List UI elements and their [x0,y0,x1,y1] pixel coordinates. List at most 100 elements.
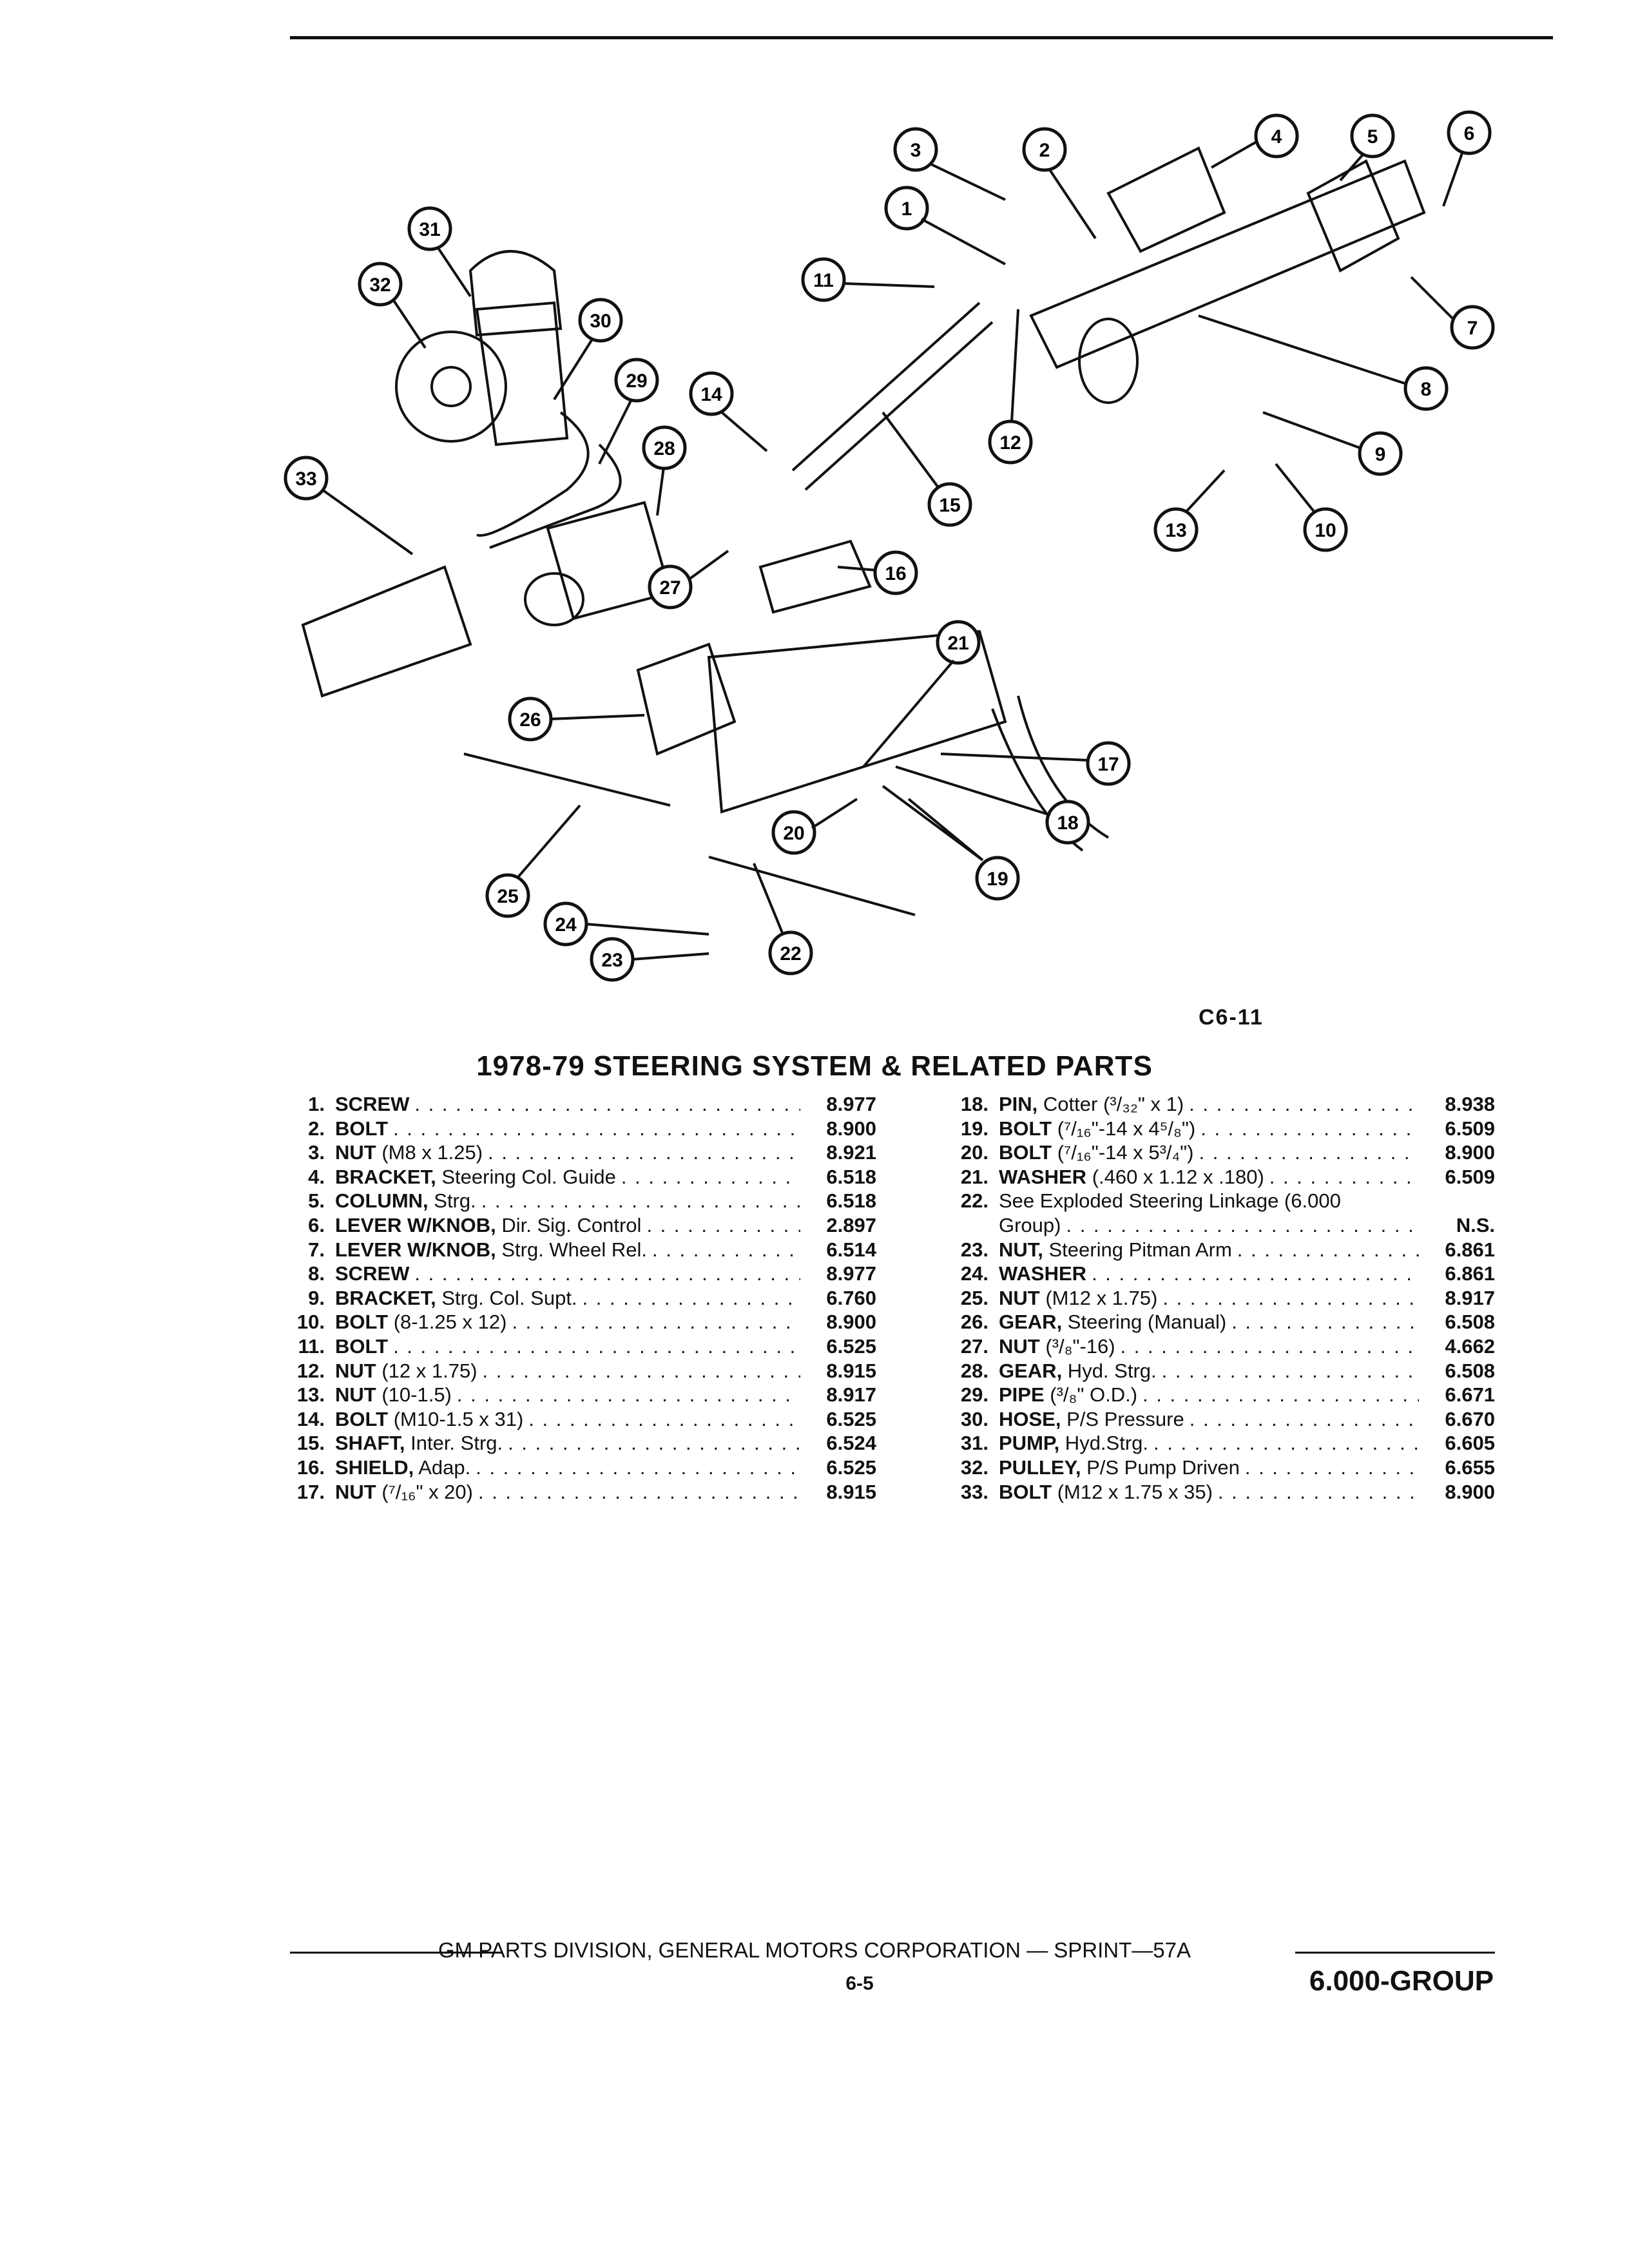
frame-rail [301,565,1007,814]
part-name: BOLT [335,1311,389,1334]
part-desc: Adap. [414,1456,471,1479]
parts-row: 16.SHIELD, Adap.6.525 [271,1456,876,1480]
part-label: BRACKET, Steering Col. Guide [335,1165,616,1189]
part-label: See Exploded Steering Linkage (6.000 [999,1189,1341,1213]
part-number: 27. [960,1334,988,1358]
group-number: 8.977 [826,1262,876,1285]
part-number: 23. [960,1238,988,1261]
dot-leader [1162,1359,1419,1383]
part-label: NUT (12 x 1.75) [335,1359,477,1383]
callout-20: 20 [771,810,816,855]
parts-row: 7.LEVER W/KNOB, Strg. Wheel Rel.6.514 [271,1238,876,1262]
part-number: 10. [296,1311,325,1334]
parts-row: 21. WASHER (.460 x 1.12 x .180) 6.509 [934,1165,1495,1189]
parts-row: 14.BOLT (M10-1.5 x 31)6.525 [271,1407,876,1432]
part-label: WASHER (.460 x 1.12 x .180) [999,1165,1264,1189]
svg-text:11: 11 [813,270,834,291]
part-label: SHIELD, Adap. [335,1456,470,1480]
callout-2: 2 [1022,127,1067,172]
part-number: 20. [960,1141,988,1164]
group-label: 6.000-GROUP [1309,1965,1494,1997]
group-number: 6.509 [1445,1165,1495,1188]
footer-text: GM PARTS DIVISION, GENERAL MOTORS CORPOR… [438,1938,1191,1962]
part-number: 21. [960,1165,988,1188]
dot-leader [528,1407,800,1432]
svg-text:3: 3 [911,140,921,161]
group-number: 8.900 [826,1311,876,1334]
part-number: 6. [308,1213,325,1236]
part-number: 18. [960,1093,988,1115]
part-desc: Hyd. Strg. [1062,1359,1157,1382]
part-label: LEVER W/KNOB, Strg. Wheel Rel. [335,1238,647,1262]
parts-row: 12.NUT (12 x 1.75)8.915 [271,1359,876,1383]
group-number: 6.655 [1445,1456,1495,1479]
part-label: PIN, Cotter (³/₃₂" x 1) [999,1092,1184,1117]
steering-system-diagram: 1 2 3 4 5 6 7 8 9 10 11 12 13 14 15 16 1… [284,110,1495,982]
callout-24: 24 [543,901,588,947]
dot-leader [481,1189,800,1213]
part-desc: (⁷/₁₆" x 20) [376,1480,473,1503]
part-name: NUT [335,1480,376,1503]
callout-23: 23 [590,937,635,982]
part-label: SCREW [335,1092,409,1117]
parts-row: 1.SCREW8.977 [271,1092,876,1117]
dot-leader [414,1262,800,1286]
part-desc: P/S Pressure [1061,1407,1184,1430]
part-number: 4. [308,1165,325,1188]
part-desc: (.460 x 1.12 x .180) [1086,1165,1264,1188]
part-name: LEVER W/KNOB, [335,1238,496,1261]
part-name: NUT, [999,1238,1043,1261]
svg-text:9: 9 [1375,444,1386,465]
part-name: NUT [335,1383,376,1407]
callout-31: 31 [407,206,452,251]
callout-22: 22 [768,930,813,975]
part-number: 15. [296,1432,325,1455]
parts-row: 10.BOLT (8-1.25 x 12)8.900 [271,1310,876,1334]
part-label: BOLT (⁷/₁₆"-14 x 4⁵/₈") [999,1117,1195,1141]
group-number: 8.900 [1445,1480,1495,1503]
group-number: 8.917 [1445,1286,1495,1309]
dot-leader [1190,1407,1419,1432]
callout-33: 33 [284,456,329,501]
part-name: PULLEY, [999,1456,1081,1479]
part-number: 11. [298,1334,325,1358]
part-label: PIPE (³/₈" O.D.) [999,1383,1137,1407]
top-rule [290,36,1553,39]
part-number: 5. [308,1189,325,1213]
part-number: 32. [960,1456,988,1479]
column-shape [1029,159,1426,369]
parts-row: 22.See Exploded Steering Linkage (6.000 [934,1189,1495,1213]
group-number: 6.509 [1445,1117,1495,1140]
group-number: 6.671 [1445,1383,1495,1407]
svg-text:13: 13 [1165,520,1186,541]
group-number: 6.524 [826,1432,876,1455]
parts-row: Group)N.S. [934,1213,1495,1238]
part-label: NUT (⁷/₁₆" x 20) [335,1480,473,1504]
part-label: GEAR, Steering (Manual) [999,1310,1226,1334]
svg-text:10: 10 [1315,520,1336,541]
dot-leader [1153,1431,1419,1456]
dot-leader [1218,1480,1419,1504]
part-desc: Hyd.Strg. [1059,1432,1149,1455]
part-label: NUT (³/₈"-16) [999,1334,1115,1359]
dot-leader [646,1213,800,1238]
callout-26: 26 [508,697,553,742]
dot-leader [1092,1262,1419,1286]
svg-text:27: 27 [659,577,680,599]
svg-text:28: 28 [653,438,675,459]
part-number: 12. [296,1359,325,1382]
part-desc: Group) [999,1213,1061,1236]
callout-14: 14 [689,371,734,416]
part-number: 8. [308,1262,325,1285]
parts-row: 17.NUT (⁷/₁₆" x 20)8.915 [271,1480,876,1504]
part-number: 29. [960,1383,988,1407]
part-name: SCREW [335,1093,410,1115]
parts-row: 8.SCREW8.977 [271,1262,876,1286]
group-number: 8.921 [826,1141,876,1164]
parts-row: 6.LEVER W/KNOB, Dir. Sig. Control2.897 [271,1213,876,1238]
part-number: 17. [296,1480,325,1503]
part-desc: (M8 x 1.25) [376,1141,483,1164]
callout-17: 17 [1086,741,1131,786]
part-number: 33. [960,1480,988,1503]
